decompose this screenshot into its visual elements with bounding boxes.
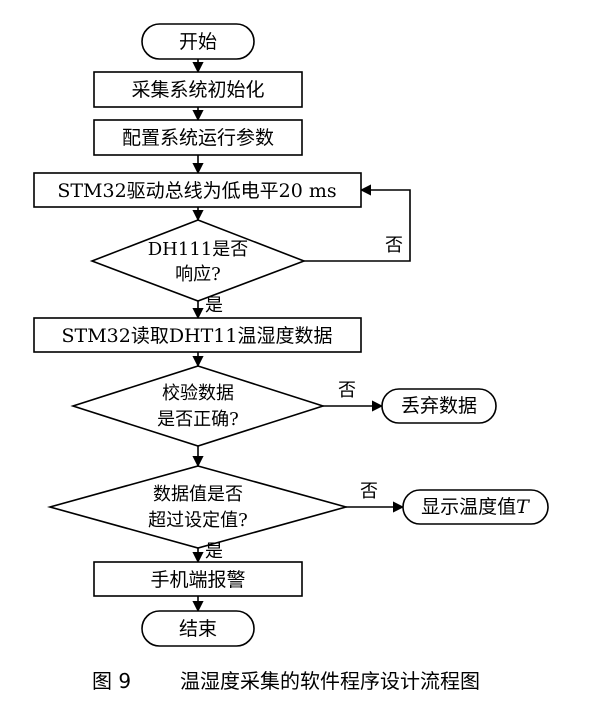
- connectors: [192, 59, 411, 613]
- display-terminal: 显示温度值T: [402, 489, 549, 525]
- drive-bus-label: STM32驱动总线为低电平20 ms: [57, 180, 336, 202]
- display-label-text: 显示温度值: [421, 496, 516, 518]
- check-label-line1: 校验数据: [162, 383, 234, 404]
- read-data-label: STM32读取DHT11温湿度数据: [62, 325, 333, 347]
- end-terminal: 结束: [141, 610, 255, 647]
- check-label-line2: 是否正确?: [157, 409, 239, 430]
- threshold-yes-label: 是: [205, 541, 223, 562]
- discard-label: 丢弃数据: [401, 395, 477, 417]
- discard-terminal: 丢弃数据: [381, 388, 497, 424]
- init-process: 采集系统初始化: [93, 71, 303, 108]
- dh111-label-line2: 响应?: [175, 264, 221, 285]
- config-label: 配置系统运行参数: [122, 127, 274, 149]
- check-no-label: 否: [338, 380, 356, 401]
- figure-caption: 图 9 温湿度采集的软件程序设计流程图: [92, 669, 480, 693]
- threshold-label-line2: 超过设定值?: [148, 510, 248, 531]
- arrow-decision1-no-loop: [304, 184, 411, 262]
- caption-figure-number: 图 9: [92, 669, 131, 693]
- dh111-no-label: 否: [385, 235, 403, 256]
- caption-title: 温湿度采集的软件程序设计流程图: [180, 669, 480, 693]
- start-label: 开始: [179, 31, 217, 53]
- alarm-label: 手机端报警: [150, 569, 245, 591]
- end-label: 结束: [179, 618, 217, 640]
- dh111-decision: DH111是否 响应?: [89, 219, 307, 302]
- threshold-label-line1: 数据值是否: [153, 484, 243, 505]
- drive-bus-process: STM32驱动总线为低电平20 ms: [33, 172, 362, 208]
- threshold-no-label: 否: [360, 481, 378, 502]
- dh111-label-line1: DH111是否: [148, 239, 249, 260]
- check-decision: 校验数据 是否正确?: [70, 365, 326, 447]
- alarm-process: 手机端报警: [93, 561, 303, 597]
- init-label: 采集系统初始化: [131, 79, 264, 101]
- dh111-yes-label: 是: [205, 295, 223, 316]
- threshold-decision: 数据值是否 超过设定值?: [47, 465, 349, 549]
- read-data-process: STM32读取DHT11温湿度数据: [33, 317, 362, 353]
- config-process: 配置系统运行参数: [93, 119, 303, 156]
- display-label-var: T: [516, 496, 530, 518]
- display-label: 显示温度值T: [421, 496, 530, 518]
- start-terminal: 开始: [141, 23, 255, 60]
